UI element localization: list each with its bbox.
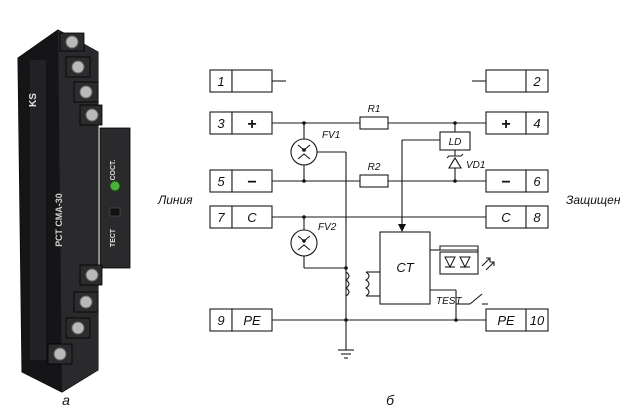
surge-arrester-fv2 xyxy=(290,215,346,269)
terminal-symbol: + xyxy=(501,116,510,133)
status-led-icon xyxy=(109,180,121,192)
led-indicator xyxy=(439,251,479,275)
fv2-label: FV2 xyxy=(318,222,337,233)
screw-icon[interactable] xyxy=(65,35,79,49)
terminal-number: 2 xyxy=(532,74,541,89)
terminal-symbol: − xyxy=(501,174,510,191)
terminal-symbol: + xyxy=(247,116,256,133)
ld-label: LD xyxy=(449,137,462,148)
din-rail-module: СОСТ. ТЕСТ РСТ СМА-30 KS xyxy=(17,29,131,393)
terminal-number: 7 xyxy=(217,210,225,225)
resistor-r1 xyxy=(359,116,389,130)
terminal-symbol: C xyxy=(501,210,511,225)
terminals-right: 2 + 4 − 6 C 8 PE 10 xyxy=(485,69,549,332)
side-label-strip xyxy=(30,60,46,360)
schematic: Линия Защищено 1 3 + 5 − 7 C 9 PE xyxy=(157,69,620,359)
terminal-number: 10 xyxy=(530,313,545,328)
terminal-number: 8 xyxy=(533,210,541,225)
screw-icon[interactable] xyxy=(85,268,99,282)
vd1-label: VD1 xyxy=(466,160,485,171)
r2-label: R2 xyxy=(368,162,381,173)
led-label: СОСТ. xyxy=(110,160,117,181)
ct-coil xyxy=(345,271,380,297)
terminal-number: 1 xyxy=(217,74,224,89)
brand-logo: KS xyxy=(28,93,39,107)
terminal-screws-bottom xyxy=(47,264,103,365)
caption-a: а xyxy=(62,392,70,408)
screw-icon[interactable] xyxy=(85,108,99,122)
line-label: Линия xyxy=(157,193,193,207)
screw-icon[interactable] xyxy=(79,295,93,309)
screw-icon[interactable] xyxy=(79,85,93,99)
terminal-symbol: C xyxy=(247,210,257,225)
screw-icon[interactable] xyxy=(71,321,85,335)
terminal-symbol: PE xyxy=(497,313,515,328)
screw-icon[interactable] xyxy=(53,347,67,361)
terminal-number: 6 xyxy=(533,174,541,189)
test-switch xyxy=(469,293,483,305)
test-label: ТЕСТ xyxy=(110,228,117,247)
terminal-number: 5 xyxy=(217,174,225,189)
test-button[interactable] xyxy=(109,207,121,217)
terminal-number: 4 xyxy=(533,116,540,131)
led-icon xyxy=(444,256,471,269)
protected-label: Защищено xyxy=(566,193,620,207)
ct-block xyxy=(379,231,431,305)
surge-arrester-fv1 xyxy=(290,121,346,183)
caption-b: б xyxy=(386,392,395,408)
terminal-number: 3 xyxy=(217,116,225,131)
resistor-r2 xyxy=(359,174,389,188)
model-label: РСТ СМА-30 xyxy=(54,193,64,246)
fv1-label: FV1 xyxy=(322,130,340,141)
ct-label: CT xyxy=(396,260,414,275)
test-switch-label: TEST xyxy=(436,296,462,307)
r1-label: R1 xyxy=(368,104,381,115)
screw-icon[interactable] xyxy=(71,60,85,74)
front-panel xyxy=(99,127,131,269)
ground-icon xyxy=(338,349,354,359)
light-emission-icon xyxy=(481,257,495,271)
terminal-symbol: − xyxy=(247,174,256,191)
terminal-symbol: PE xyxy=(243,313,261,328)
terminals-left: 1 3 + 5 − 7 C 9 PE xyxy=(209,69,273,332)
terminal-number: 9 xyxy=(217,313,224,328)
terminal-screws-top xyxy=(59,32,103,126)
zener-diode-vd1 xyxy=(446,153,464,169)
